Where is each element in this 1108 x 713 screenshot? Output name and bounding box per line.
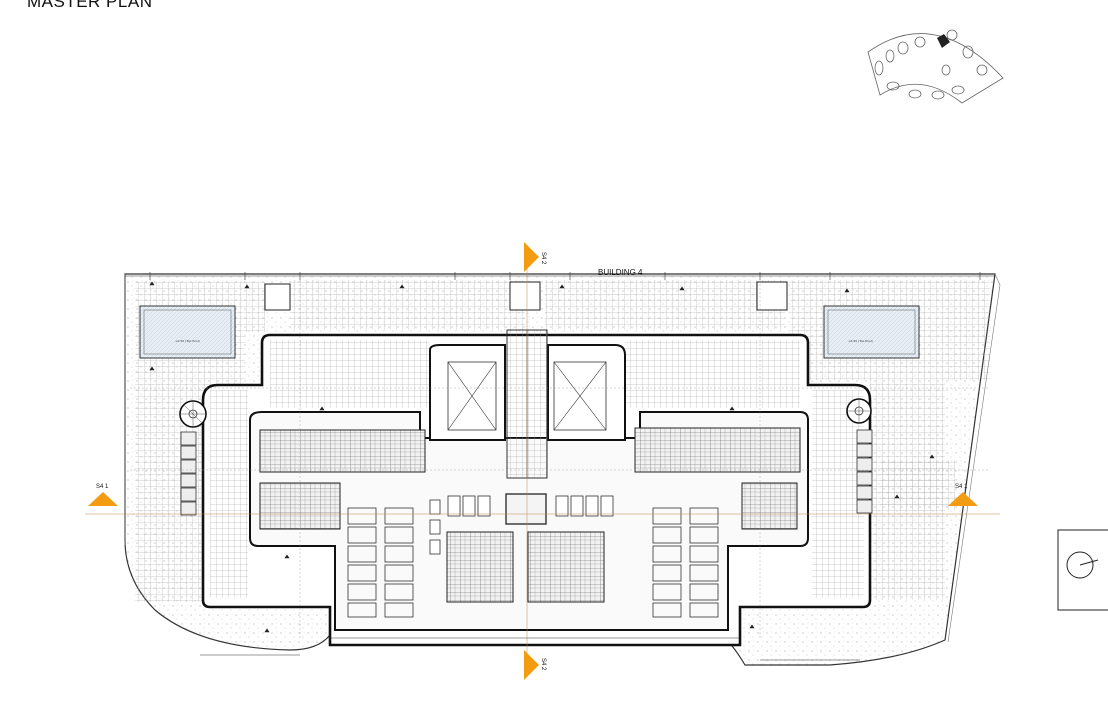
level-markers: [149, 281, 935, 633]
core-left: [429, 344, 506, 441]
column-stack-right: [856, 429, 873, 514]
axis-lines: [85, 245, 1000, 675]
section-mark-bottom-label: S4 2: [540, 658, 546, 671]
pool-right-label: +0.50 (Top Pool): [848, 339, 873, 343]
stair-box-1: [264, 283, 291, 311]
pool-left-label: +0.50 (Top Pool): [175, 339, 200, 343]
section-mark-left: S4 1: [88, 484, 118, 506]
section-mark-top-label: S4 2: [540, 252, 546, 265]
page-title: MASTER PLAN: [27, 0, 153, 11]
core-right: [547, 344, 626, 441]
section-mark-bottom: S4 2: [524, 650, 546, 680]
section-mark-left-label: S4 1: [96, 484, 109, 490]
building-label: BUILDING 4: [598, 268, 643, 277]
seating-bays-left: [347, 507, 414, 618]
section-mark-top: S4 2: [524, 242, 546, 272]
stair-box-3: [756, 281, 788, 311]
key-plan: [867, 29, 1004, 104]
panel-grids: [259, 427, 801, 603]
section-mark-right: S4 1: [948, 484, 978, 506]
spiral-stair-left: [179, 400, 207, 428]
pool-left: +0.50 (Top Pool): [139, 305, 236, 359]
section-mark-right-label: S4 1: [955, 484, 968, 490]
top-dimension-line: [125, 272, 995, 280]
stair-box-2: [509, 281, 541, 311]
column-stack-left: [180, 431, 197, 516]
seating-bays-right: [652, 507, 719, 618]
pool-right: +0.50 (Top Pool): [823, 305, 920, 359]
compass-icon: [1057, 529, 1108, 611]
bottom-dimension-line: [200, 637, 860, 661]
spiral-stair-right: [846, 398, 872, 424]
equipment-units: [429, 493, 614, 555]
